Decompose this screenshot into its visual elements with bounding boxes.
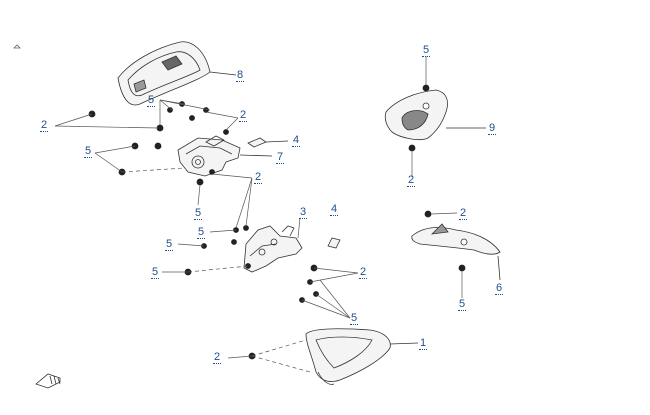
callout-part-5[interactable]: 5	[151, 266, 160, 279]
callout-part-4[interactable]: 4	[330, 203, 339, 216]
callout-part-2[interactable]: 2	[40, 119, 49, 132]
callout-part-4[interactable]: 4	[292, 134, 301, 147]
callout-part-2[interactable]: 2	[359, 266, 368, 279]
callout-part-5[interactable]: 5	[84, 145, 93, 158]
callout-part-3[interactable]: 3	[299, 206, 308, 219]
callout-part-2[interactable]: 2	[239, 109, 248, 122]
part-8-upper-cover	[117, 41, 237, 106]
callout-part-5[interactable]: 5	[350, 312, 359, 325]
callout-part-2[interactable]: 2	[254, 171, 263, 184]
callout-part-1[interactable]: 1	[419, 337, 428, 350]
callout-part-2[interactable]: 2	[407, 174, 416, 187]
part-4-clip-lower	[327, 237, 341, 249]
callout-part-9[interactable]: 9	[488, 122, 497, 135]
part-3-bracket	[243, 225, 303, 273]
leader-lines	[54, 56, 463, 373]
callout-part-5[interactable]: 5	[147, 94, 156, 107]
callout-part-5[interactable]: 5	[422, 44, 431, 57]
callout-part-5[interactable]: 5	[197, 226, 206, 239]
part-1-lower-cover	[305, 328, 419, 385]
part-6-trim	[411, 223, 501, 281]
callout-part-2[interactable]: 2	[459, 207, 468, 220]
part-9-side-cover	[384, 89, 486, 140]
callout-part-8[interactable]: 8	[236, 69, 245, 82]
callout-part-2[interactable]: 2	[213, 351, 222, 364]
direction-arrow	[35, 373, 61, 389]
callout-part-7[interactable]: 7	[276, 151, 285, 164]
callout-part-5[interactable]: 5	[165, 238, 174, 251]
part-4-clip-upper	[247, 137, 289, 148]
part-7-bracket	[177, 135, 273, 177]
callout-part-6[interactable]: 6	[495, 282, 504, 295]
callout-part-5[interactable]: 5	[458, 298, 467, 311]
corner-marker	[13, 44, 21, 49]
callout-part-5[interactable]: 5	[194, 207, 203, 220]
